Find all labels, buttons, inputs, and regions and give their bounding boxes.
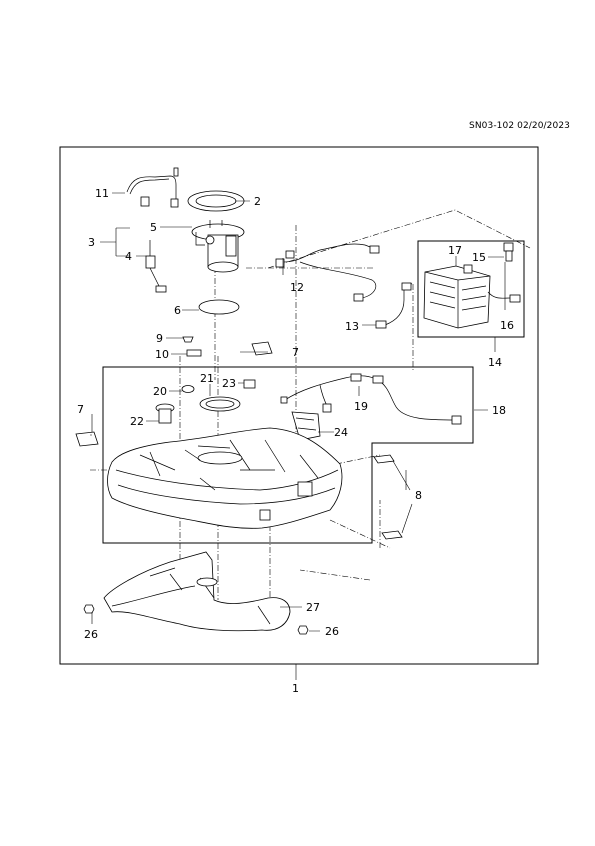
ring-21 [199,396,241,412]
lock-ring-20 [181,385,195,393]
callout-8: 8 [415,489,422,502]
valve-10 [186,349,202,357]
callout-18: 18 [492,404,506,417]
connector-16 [487,291,521,303]
bracket-24 [291,411,321,441]
callout-23: 23 [222,377,236,390]
callout-1: 1 [292,682,299,695]
callout-15: 15 [472,251,486,264]
callout-4: 4 [125,250,132,263]
fuel-pump-module-5 [191,220,245,273]
canister-17 [423,264,491,329]
canister-frame [417,240,525,338]
valve-15 [503,242,514,262]
valve-22 [155,403,175,424]
callout-27: 27 [306,601,320,614]
seal-6 [198,299,240,315]
clip-9 [182,336,194,343]
clip-23 [243,379,256,389]
assembly-frame [59,146,539,665]
callout-3: 3 [88,236,95,249]
callout-9: 9 [156,332,163,345]
callout-21: 21 [200,372,214,385]
callout-22: 22 [130,415,144,428]
level-sender-4 [145,240,167,293]
callout-24: 24 [334,426,348,439]
callout-6: 6 [174,304,181,317]
callout-19: 19 [354,400,368,413]
fuel-tank [107,427,343,529]
nut-26-right [297,625,309,635]
harness-12 [275,243,380,302]
callout-11: 11 [95,187,109,200]
harness-13 [375,282,413,329]
callout-20: 20 [153,385,167,398]
document-reference: SN03-102 02/20/2023 [469,121,570,131]
callout-2: 2 [254,195,261,208]
callout-26-right: 26 [325,625,339,638]
callout-7-upper: 7 [292,346,299,359]
callout-5: 5 [150,221,157,234]
callout-7-left: 7 [77,403,84,416]
callout-10: 10 [155,348,169,361]
pad-8-lower [381,530,403,540]
leader-lines [90,192,506,632]
callout-12: 12 [290,281,304,294]
pad-7-upper [251,341,273,356]
shield-27 [103,551,291,632]
callout-16: 16 [500,319,514,332]
nut-26-left [83,604,95,614]
tank-assembly-frame [102,366,474,544]
callout-26-left: 26 [84,628,98,641]
pad-7-left [75,431,99,447]
callout-13: 13 [345,320,359,333]
harness-19 [280,373,462,425]
pad-8-upper [373,454,395,464]
callout-17: 17 [448,244,462,257]
fuel-line-11 [126,167,179,208]
callout-14: 14 [488,356,502,369]
